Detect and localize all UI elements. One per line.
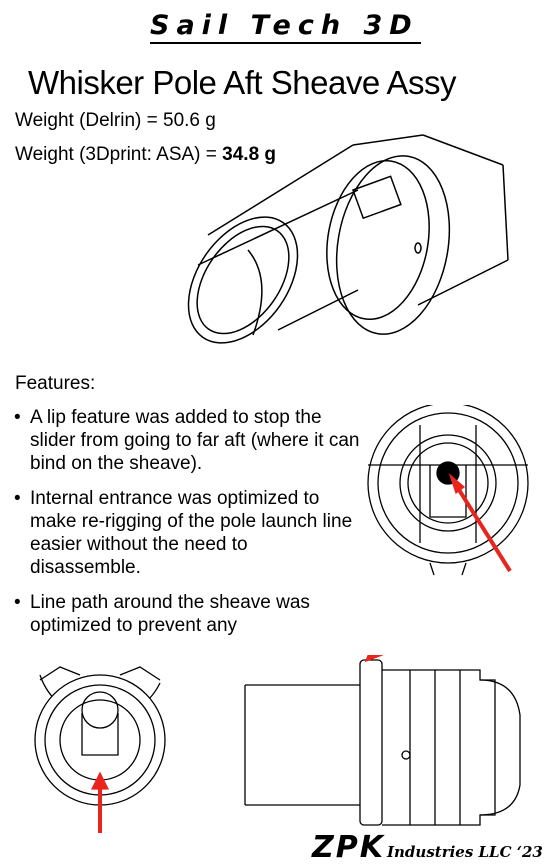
company-logo: ZPK [312,830,385,865]
side-view-drawing [34,655,521,833]
feature-item: Line path around the sheave was optimize… [12,591,365,637]
drawing-overlay [0,655,555,865]
front-view-drawing [367,405,529,576]
page-title: Whisker Pole Aft Sheave Assy [28,64,457,101]
weight-3dprint-label: Weight (3Dprint: ASA) = [15,144,223,165]
feature-item: A lip feature was added to stop the slid… [12,406,365,475]
weight-3dprint: Weight (3Dprint: ASA) = 34.8 g [15,144,276,166]
features-heading: Features: [15,373,96,394]
company-name: Industries LLC ‘23 [387,843,543,861]
isometric-part-drawing [187,134,509,344]
brand-title: Sail Tech 3D [150,10,421,44]
features-list: A lip feature was added to stop the slid… [12,406,365,649]
feature-item: Internal entrance was optimized to make … [12,487,360,579]
weight-3dprint-value: 34.8 g [222,144,277,165]
weight-delrin: Weight (Delrin) = 50.6 g [15,110,216,131]
